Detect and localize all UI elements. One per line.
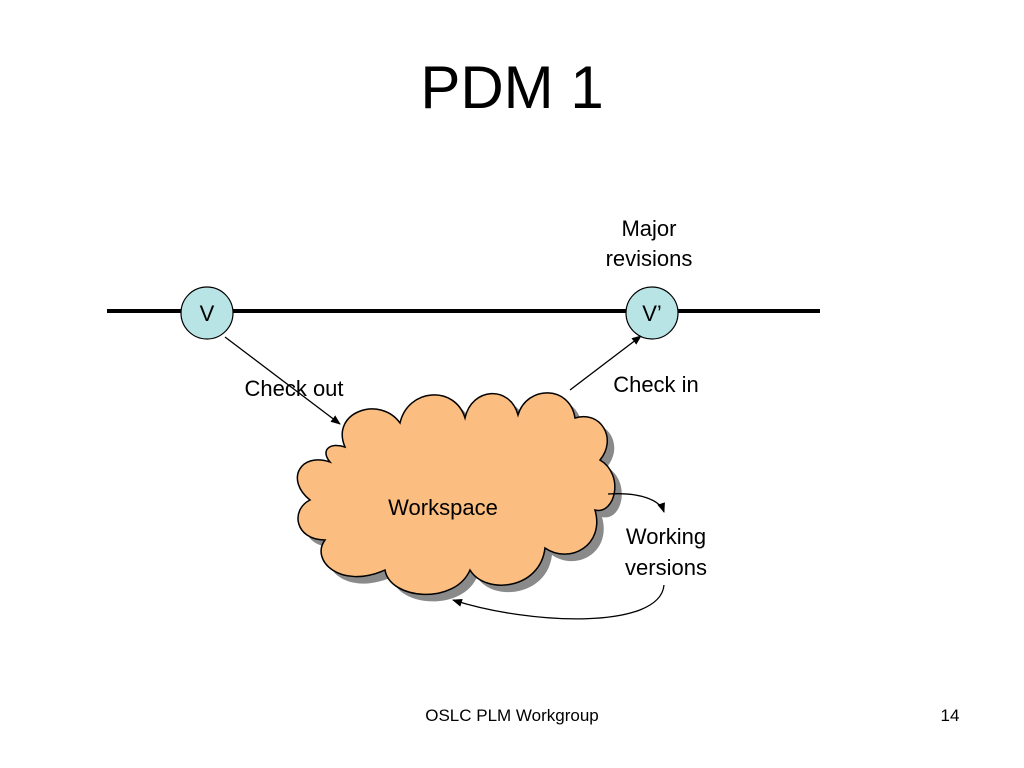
- check-in-label: Check in: [613, 372, 699, 397]
- working-versions-label-line2: versions: [625, 555, 707, 580]
- page-number: 14: [940, 706, 960, 725]
- major-revisions-label-line2: revisions: [606, 246, 693, 271]
- version-node-v: [180, 286, 234, 340]
- major-revisions-label-line1: Major: [621, 216, 676, 241]
- working-versions-arrow-out: [607, 493, 665, 513]
- version-node-v-prime: [625, 286, 679, 340]
- workspace-cloud: [296, 392, 616, 596]
- slide-title: PDM 1: [420, 54, 604, 121]
- version-node-v-label: V: [200, 301, 215, 326]
- working-versions-arrow-back: [452, 584, 665, 620]
- check-out-arrow: [224, 336, 341, 425]
- check-out-label: Check out: [244, 376, 343, 401]
- footer-text: OSLC PLM Workgroup: [425, 706, 599, 725]
- check-in-arrow: [569, 335, 642, 391]
- workspace-label: Workspace: [388, 495, 498, 520]
- working-versions-label-line1: Working: [626, 524, 706, 549]
- version-node-v-prime-label: V’: [642, 301, 662, 326]
